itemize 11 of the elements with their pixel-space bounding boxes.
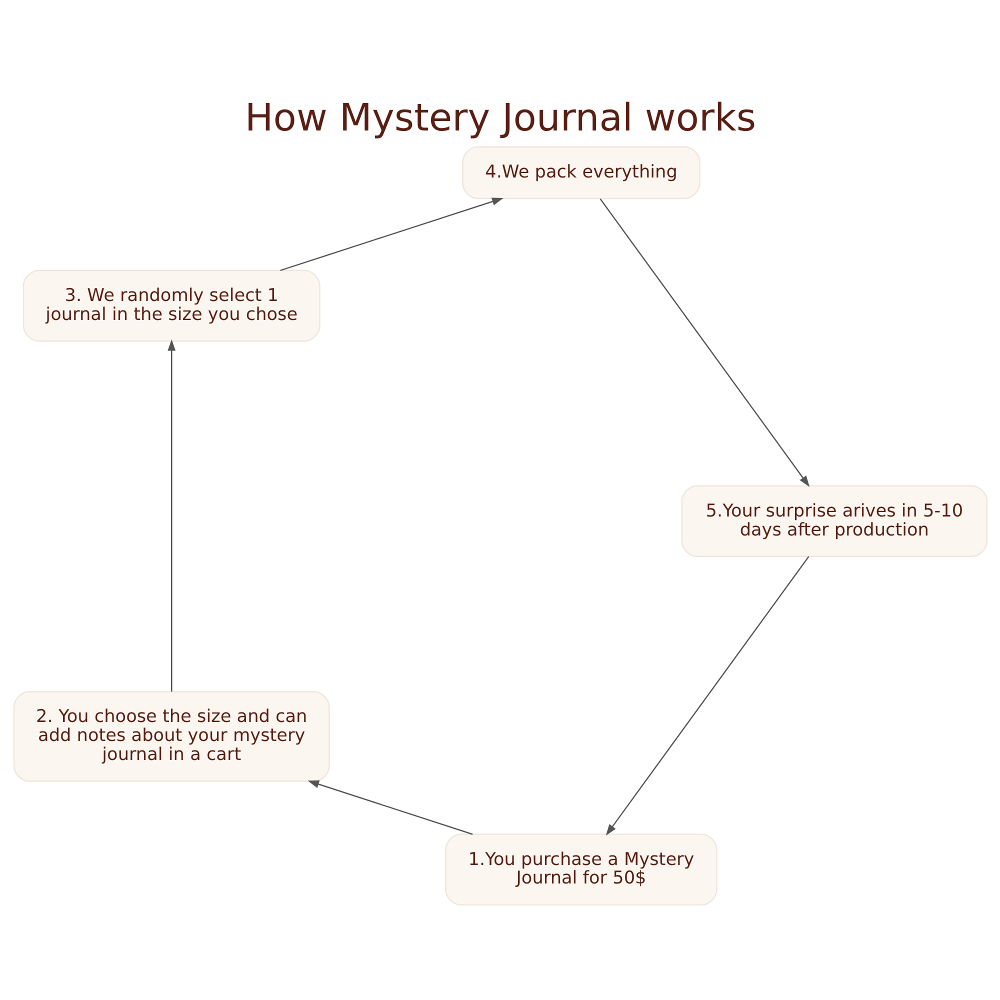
node-box: 2. You choose the size and can add notes about your mystery journal in a cart	[12, 691, 330, 782]
arrow	[280, 198, 503, 272]
arrow	[307, 780, 472, 835]
node-box: 1.You purchase a Mystery Journal for 50$	[444, 834, 717, 906]
arrow	[167, 339, 176, 692]
node-box: 3. We randomly select 1 journal in the size you chose	[22, 270, 320, 342]
node-box: 4.We pack everything	[462, 146, 700, 200]
diagram-title: How Mystery Journal works	[244, 95, 756, 140]
arrow	[599, 198, 810, 487]
arrow	[605, 556, 809, 836]
node-box: 5.Your surprise arives in 5-10 days after production	[680, 485, 988, 558]
